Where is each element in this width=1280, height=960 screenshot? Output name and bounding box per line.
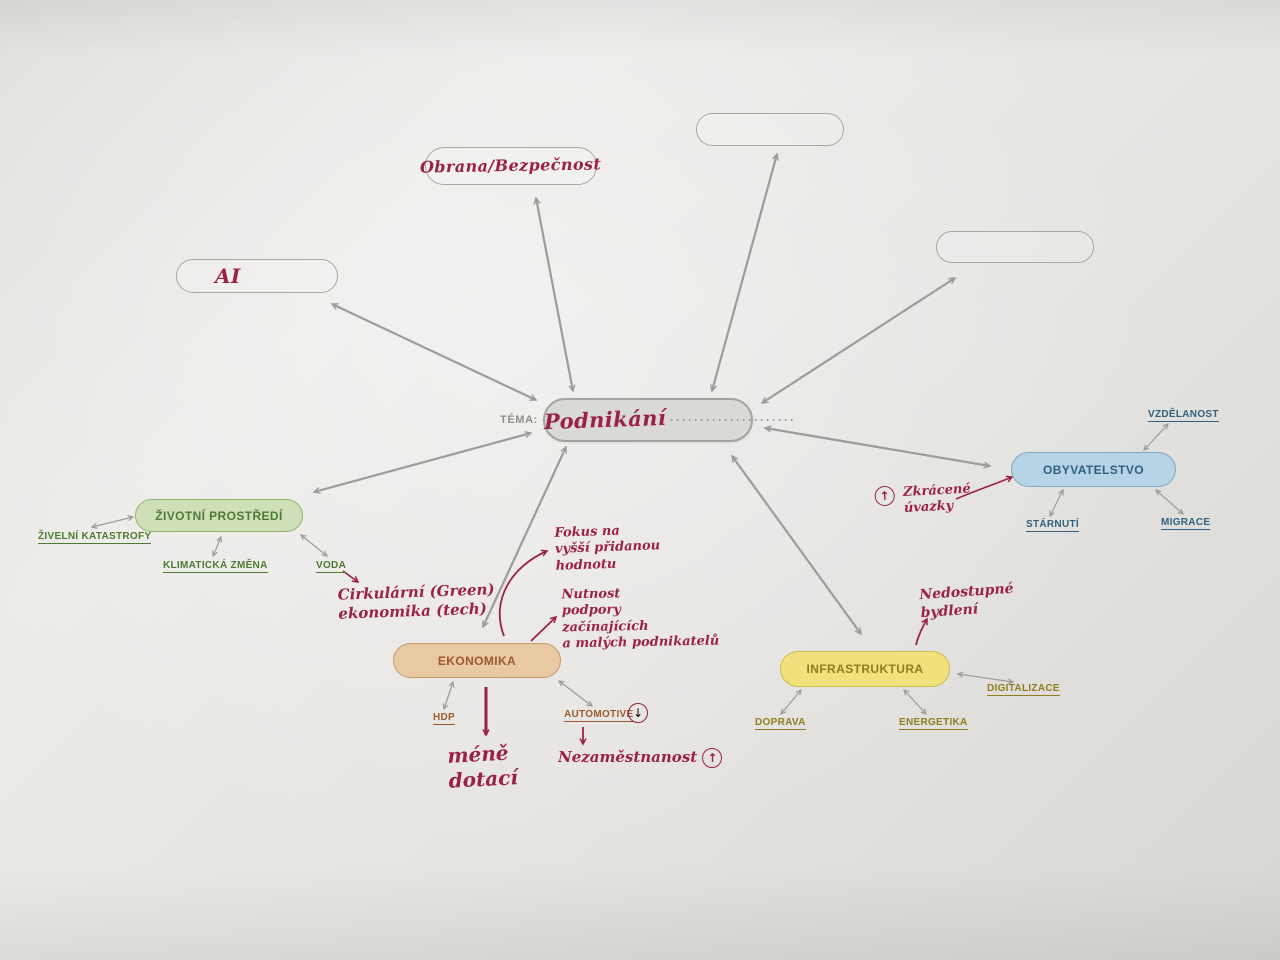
tema-topic-handwriting: Podnikání [543, 404, 667, 434]
infrastruktura-label: INFRASTRUKTURA [806, 662, 924, 676]
tema-dotted-line: ····················· [670, 413, 796, 427]
sublabel-digitalizace: DIGITALIZACE [987, 683, 1060, 696]
annotation-nezamestnanost: Nezaměstnanost ↑ [558, 748, 723, 768]
sublabel-vzdelanost: VZDĚLANOST [1148, 409, 1219, 422]
annotation-nutnost-podpory: Nutnost podpory začínajících a malých po… [561, 586, 720, 652]
annotation-fokus-pridana-hodnota: Fokus na vyšší přidanou hodnotu [554, 523, 661, 574]
ai-handwriting: AI [215, 263, 241, 288]
tema-prefix-label: TÉMA: [500, 414, 538, 426]
zkracene-text: Zkrácené úvazky [902, 481, 972, 517]
nezamestnanost-up-arrow-icon: ↑ [702, 748, 723, 768]
node-obyvatelstvo: OBYVATELSTVO [1011, 452, 1176, 487]
annotation-cirkularni-ekonomika: Cirkulární (Green) ekonomika (tech) [337, 580, 495, 623]
node-tema: TÉMA: Podnikání ····················· [500, 398, 794, 442]
sublabel-hdp: HDP [433, 712, 456, 725]
node-obrana-bezpecnost: Obrana/Bezpečnost [420, 147, 602, 185]
sublabel-automotive: AUTOMOTIVE [564, 709, 634, 722]
obrana-handwriting: Obrana/Bezpečnost [420, 154, 602, 177]
sublabel-zivelni-katastrofy: ŽIVELNÍ KATASTROFY [38, 531, 152, 544]
node-infrastruktura: INFRASTRUKTURA [780, 651, 950, 687]
node-empty-top [696, 113, 844, 146]
node-ai: AI [176, 259, 338, 293]
sublabel-energetika: ENERGETIKA [899, 717, 968, 730]
ekonomika-label: EKONOMIKA [437, 653, 517, 668]
nezamestnanost-text: Nezaměstnanost [558, 748, 698, 766]
zivotni-prostredi-label: ŽIVOTNÍ PROSTŘEDÍ [155, 508, 283, 523]
node-zivotni-prostredi: ŽIVOTNÍ PROSTŘEDÍ [135, 499, 303, 532]
sublabel-migrace: MIGRACE [1161, 517, 1211, 530]
node-empty-right [936, 231, 1094, 263]
annotation-nedostupne-bydleni: Nedostupné bydlení [918, 580, 1015, 621]
sublabel-voda: VODA [316, 560, 347, 573]
sublabel-starnuti: STÁRNUTÍ [1026, 519, 1079, 532]
obyvatelstvo-label: OBYVATELSTVO [1042, 462, 1145, 477]
sublabel-doprava: DOPRAVA [755, 717, 806, 730]
node-ekonomika: EKONOMIKA [393, 643, 561, 678]
sublabel-klimaticka-zmena: KLIMATICKÁ ZMĚNA [163, 560, 268, 573]
zkracene-up-arrow-icon: ↑ [874, 485, 896, 507]
annotation-mene-dotaci: méně dotací [446, 740, 519, 793]
automotive-down-arrow-icon: ↓ [628, 703, 648, 723]
annotation-zkracene-uvazky: ↑ Zkrácené úvazky [874, 482, 972, 519]
